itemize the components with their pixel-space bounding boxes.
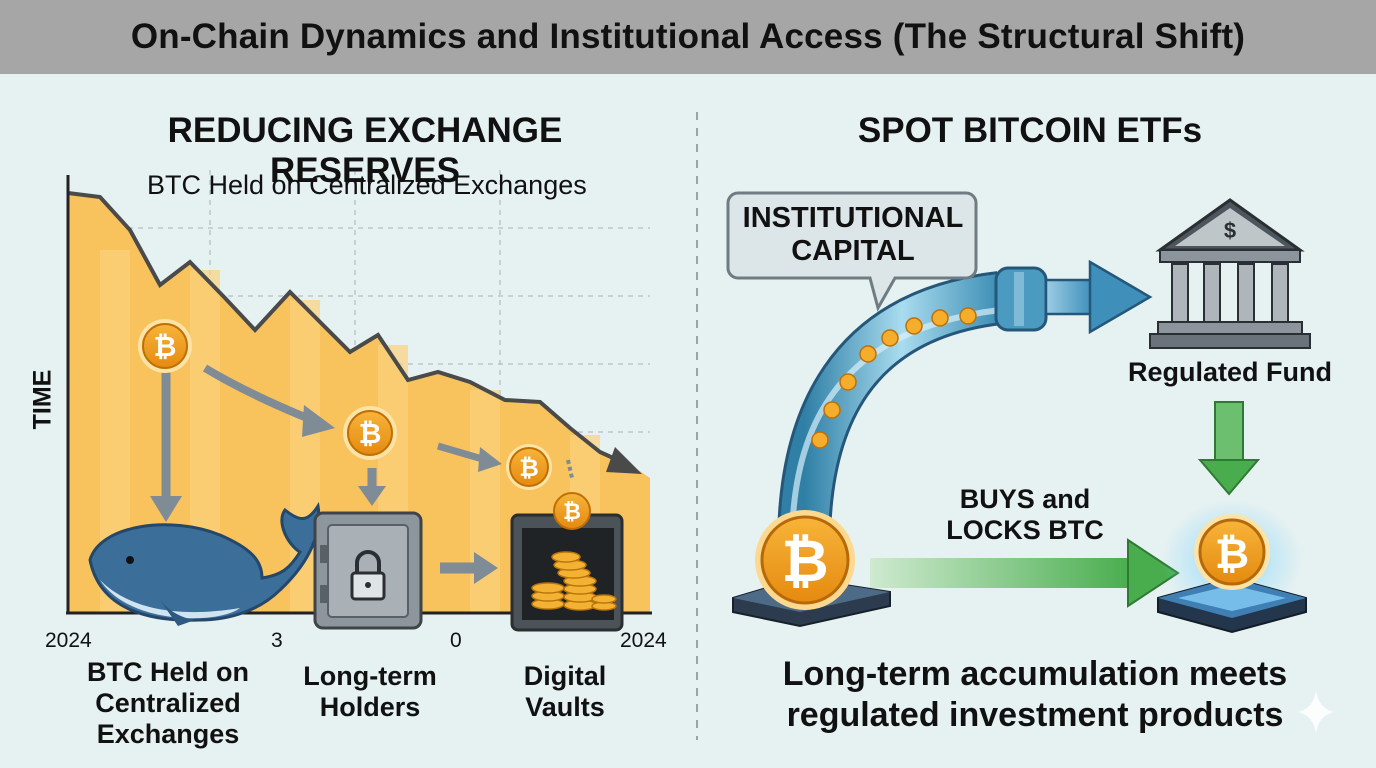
svg-text:₿: ₿ bbox=[519, 455, 539, 482]
bottom-summary: Long-term accumulation meets regulated i… bbox=[782, 655, 1288, 734]
callout-text: INSTITUTIONAL CAPITAL bbox=[742, 202, 964, 267]
bitcoin-icon: ₿ bbox=[755, 510, 855, 610]
svg-text:$: $ bbox=[1224, 218, 1236, 243]
buys-arrow bbox=[870, 538, 1180, 608]
bank-icon: $ bbox=[1149, 198, 1311, 349]
reserves-line bbox=[67, 191, 623, 464]
fund-down-arrow bbox=[1197, 401, 1261, 496]
svg-text:₿: ₿ bbox=[1215, 530, 1249, 577]
bitcoin-icon: ₿ bbox=[1194, 514, 1270, 590]
x-tick-label: 3 bbox=[271, 629, 283, 652]
trend-arrowhead bbox=[606, 447, 642, 474]
header-bar: On-Chain Dynamics and Institutional Acce… bbox=[0, 0, 1376, 74]
flow-arrows bbox=[150, 364, 574, 584]
callout-bubble bbox=[726, 191, 978, 312]
holders-label: Long-term Holders bbox=[303, 661, 437, 722]
bitcoin-icon: ₿ bbox=[138, 319, 192, 373]
bitcoin-icon: ₿ bbox=[343, 406, 397, 460]
x-tick-label: 0 bbox=[450, 629, 462, 652]
left-section-title: REDUCING EXCHANGE RESERVES bbox=[167, 111, 563, 190]
svg-text:₿: ₿ bbox=[563, 499, 581, 524]
vault-icon: ₿ bbox=[510, 492, 624, 632]
page-title: On-Chain Dynamics and Institutional Acce… bbox=[130, 17, 1246, 56]
svg-text:₿: ₿ bbox=[359, 418, 382, 449]
x-tick-label: 2024 bbox=[45, 629, 92, 652]
right-section-title: SPOT BITCOIN ETFs bbox=[857, 111, 1203, 150]
fund-label: Regulated Fund bbox=[1128, 357, 1332, 387]
x-tick-label: 2024 bbox=[620, 629, 667, 652]
bitcoin-icon: ₿ bbox=[506, 444, 552, 490]
exchanges-label: BTC Held on Centralized Exchanges bbox=[87, 657, 249, 749]
safe-icon bbox=[313, 511, 423, 630]
sparkle-icon bbox=[1298, 690, 1334, 734]
whale-icon bbox=[88, 501, 321, 626]
capital-arrow bbox=[1044, 259, 1153, 335]
pipe-coins bbox=[811, 307, 977, 449]
svg-text:₿: ₿ bbox=[154, 331, 177, 362]
chart-title: BTC Held on Centralized Exchanges bbox=[147, 170, 587, 200]
vaults-label: Digital Vaults bbox=[523, 661, 607, 722]
svg-text:₿: ₿ bbox=[781, 529, 828, 594]
y-axis-label: TIME bbox=[28, 369, 57, 430]
buys-label: BUYS and LOCKS BTC bbox=[946, 484, 1104, 545]
